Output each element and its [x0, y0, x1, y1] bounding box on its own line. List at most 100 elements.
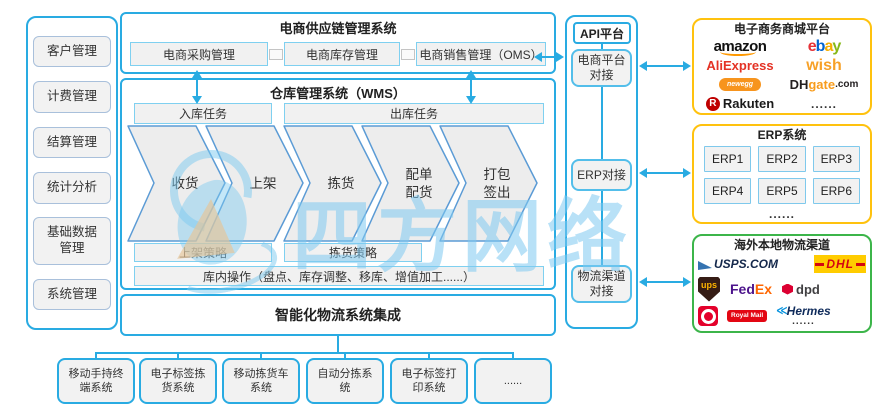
dhgate-gate-text: gate: [808, 77, 836, 92]
arrow-oms-to-outbound: [466, 70, 476, 104]
api-platform-title: API平台: [573, 22, 631, 44]
amazon-logo: amazon: [714, 37, 767, 56]
ups-logo: ups: [698, 276, 720, 302]
supply-chain-title: 电商供应链管理系统: [279, 21, 397, 36]
fedex-ex-text: Ex: [754, 281, 773, 297]
putaway-strategy-box: 上架策略: [134, 243, 272, 262]
arrow-oms-to-api: [534, 52, 564, 62]
inbound-task-box: 入库任务: [134, 103, 272, 124]
section-api-platform: API平台 电商平台 对接 ERP对接 物流渠道 对接: [565, 15, 638, 329]
chevron-arrow-icon: [361, 125, 460, 242]
api-item-ecommerce-docking: 电商平台 对接: [571, 49, 632, 87]
connector-line: [95, 352, 514, 354]
usps-logo-text: USPS.COM: [714, 257, 779, 271]
connector-line: [337, 336, 339, 352]
dpd-logo: dpd: [782, 282, 820, 297]
process-step-label: 配单 配货: [405, 166, 433, 200]
auspost-circle-icon: [700, 308, 716, 324]
process-step-label: 收货: [171, 175, 199, 191]
chevron-arrow-icon: [439, 125, 538, 242]
connector-line: [512, 352, 514, 359]
ecommerce-more-dots: ......: [810, 96, 837, 111]
module-inventory-mgmt: 电商库存管理: [284, 42, 400, 66]
fedex-fed-text: Fed: [730, 281, 755, 297]
section-logistics-integration: 智能化物流系统集成: [120, 294, 556, 336]
sidebar-item-customer-mgmt: 客户管理: [33, 35, 111, 68]
logistics-row: Royal Mail ≪Hermes ......: [694, 303, 870, 329]
bottom-system-auto-sorting: 自动分拣系 统: [306, 358, 384, 404]
arrow-purchase-to-inbound: [192, 70, 202, 104]
chevron-arrow-icon: [205, 125, 304, 242]
usps-logo: USPS.COM: [698, 257, 778, 271]
section-supply-chain-system: 电商供应链管理系统 电商采购管理 电商库存管理 电商销售管理（OMS）: [120, 12, 556, 74]
dhl-logo: DHL: [814, 255, 866, 273]
hermes-logo-text: Hermes: [786, 304, 831, 318]
wish-logo: wish: [806, 56, 842, 74]
section-wms: 仓库管理系统（WMS） 入库任务 出库任务 收货 上架 拣货 配单 配: [120, 78, 556, 290]
dhgate-dh-text: DH: [789, 77, 809, 92]
process-step-label: 上架: [249, 175, 277, 191]
sidebar-management-modules: 客户管理 计费管理 结算管理 统计分析 基础数据 管理 系统管理: [26, 16, 118, 330]
australia-post-logo: [698, 306, 718, 326]
erp-cell: ERP5: [758, 178, 806, 204]
ebay-letter: e: [807, 37, 817, 55]
ebay-letter: b: [815, 37, 826, 55]
royal-mail-logo: Royal Mail: [727, 310, 768, 322]
inventory-ops-box: 库内操作（盘点、库存调整、移库、增值加工......）: [134, 266, 544, 286]
wms-title: 仓库管理系统（WMS）: [270, 86, 406, 101]
usps-eagle-icon: [698, 258, 712, 270]
connector-line: [260, 352, 262, 359]
logistics-row: ups FedEx dpd: [694, 275, 870, 303]
hermes-speed-lines-icon: ≪: [776, 304, 787, 317]
fedex-logo: FedEx: [730, 281, 772, 297]
bottom-system-label-printing: 电子标签打 印系统: [390, 358, 468, 404]
dpd-cube-icon: [782, 283, 794, 295]
arrow-api-to-logistics: [639, 277, 691, 287]
connector-line: [95, 352, 97, 359]
chevron-arrow-icon: [283, 125, 382, 242]
dpd-logo-text: dpd: [796, 281, 820, 297]
bottom-system-handheld-terminal: 移动手持终 端系统: [57, 358, 135, 404]
connector-line: [177, 352, 179, 359]
erp-cell: ERP6: [812, 178, 860, 204]
erp-cell: ERP1: [704, 146, 752, 172]
rakuten-logo-text: Rakuten: [722, 96, 775, 111]
process-step-label: 拣货: [327, 175, 355, 191]
module-purchase-mgmt: 电商采购管理: [130, 42, 268, 66]
process-step-receiving: 收货: [127, 125, 227, 242]
bottom-system-more: ......: [474, 358, 552, 404]
process-step-order-assembly: 配单 配货: [361, 125, 461, 242]
ebay-letter: y: [832, 37, 841, 55]
amazon-smile-icon: [719, 48, 756, 56]
api-item-logistics-docking: 物流渠道 对接: [571, 265, 632, 303]
ecommerce-panel-title: 电子商务商城平台: [733, 22, 830, 36]
connector-line: [428, 352, 430, 359]
bottom-system-pick-to-light: 电子标签拣 货系统: [139, 358, 217, 404]
panel-logistics-channels: 海外本地物流渠道 USPS.COM DHL ups FedEx dpd Roya…: [692, 234, 872, 333]
sidebar-item-basic-data-mgmt: 基础数据 管理: [33, 217, 111, 265]
outbound-task-box: 出库任务: [284, 103, 544, 124]
process-step-picking: 拣货: [283, 125, 383, 242]
rakuten-r-icon: R: [705, 96, 720, 111]
panel-erp-systems: ERP系统 ERP1 ERP2 ERP3 ERP4 ERP5 ERP6 ....…: [692, 124, 872, 224]
process-step-label: 打包 签出: [483, 166, 511, 200]
module-connector: [401, 48, 415, 60]
ebay-letter: a: [824, 37, 833, 55]
bottom-system-picking-cart: 移动拣货车 系统: [222, 358, 300, 404]
sidebar-item-settlement-mgmt: 结算管理: [33, 126, 111, 159]
supply-chain-modules-row: 电商采购管理 电商库存管理 电商销售管理（OMS）: [130, 42, 546, 66]
chevron-arrow-icon: [127, 125, 226, 242]
process-step-pack-checkout: 打包 签出: [439, 125, 539, 242]
erp-cell: ERP4: [704, 178, 752, 204]
erp-grid: ERP1 ERP2 ERP3 ERP4 ERP5 ERP6: [694, 143, 870, 204]
newegg-logo: newegg: [718, 78, 762, 91]
module-sales-mgmt-oms: 电商销售管理（OMS）: [416, 42, 546, 66]
dhgate-com-text: .com: [835, 79, 859, 90]
erp-panel-title: ERP系统: [757, 128, 807, 142]
aliexpress-logo: AliExpress: [706, 58, 774, 73]
connector-line: [344, 352, 346, 359]
